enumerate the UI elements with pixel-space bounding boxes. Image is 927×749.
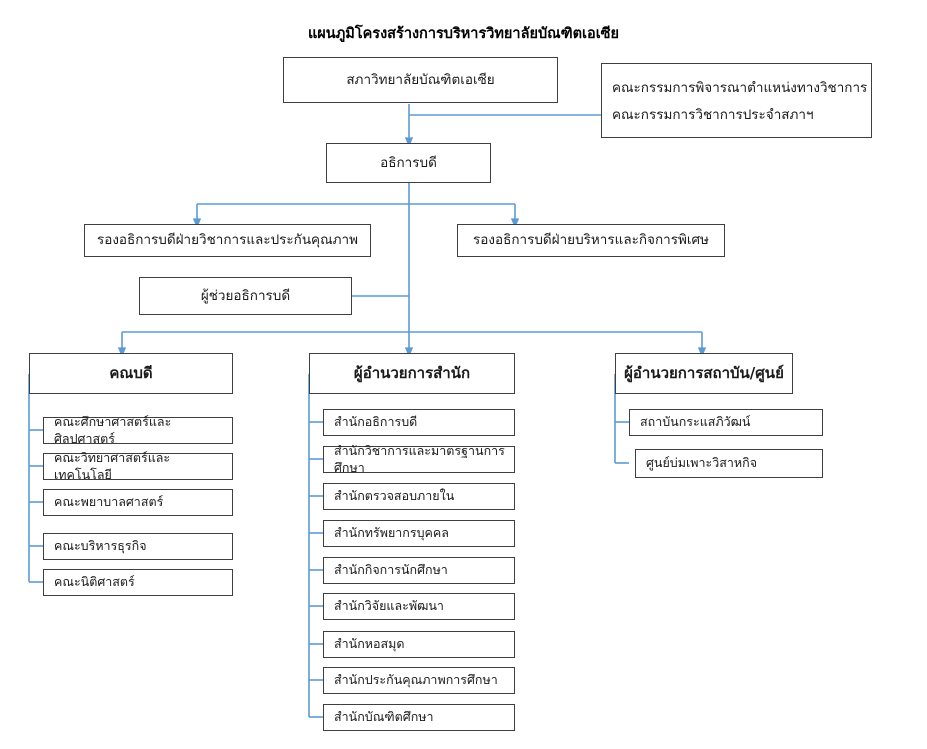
node-office-graduate-studies[interactable]: สำนักบัณฑิตศึกษา (323, 704, 515, 731)
node-faculty-business-administration-label: คณะบริหารธุรกิจ (54, 538, 147, 554)
node-column-header-deans-label: คณบดี (109, 364, 153, 383)
committee-line-2: คณะกรรมการวิชาการประจำสภาฯ (612, 107, 814, 124)
node-president-label: อธิการบดี (380, 154, 437, 171)
node-column-header-institutes-label: ผู้อำนวยการสถาบัน/ศูนย์ (624, 364, 784, 383)
node-office-internal-audit[interactable]: สำนักตรวจสอบภายใน (323, 483, 515, 510)
node-faculty-law-label: คณะนิติศาสตร์ (54, 574, 135, 590)
node-assistant-president[interactable]: ผู้ช่วยอธิการบดี (139, 277, 352, 315)
node-vice-president-academic[interactable]: รองอธิการบดีฝ่ายวิชาการและประกันคุณภาพ (84, 224, 371, 257)
node-faculty-business-administration[interactable]: คณะบริหารธุรกิจ (43, 533, 233, 560)
node-office-academic-standards[interactable]: สำนักวิชาการและมาตรฐานการศึกษา (323, 443, 515, 475)
node-office-graduate-studies-label: สำนักบัณฑิตศึกษา (334, 709, 434, 725)
node-office-research-development-label: สำนักวิจัยและพัฒนา (334, 598, 444, 614)
node-committees[interactable]: คณะกรรมการพิจารณาตำแหน่งทางวิชาการ คณะกร… (601, 63, 872, 138)
node-assistant-president-label: ผู้ช่วยอธิการบดี (200, 287, 291, 304)
node-president[interactable]: อธิการบดี (326, 143, 491, 183)
node-institute-krasaephiwat[interactable]: สถาบันกระแสภิวัฒน์ (629, 409, 823, 436)
node-faculty-law[interactable]: คณะนิติศาสตร์ (43, 569, 233, 596)
node-office-internal-audit-label: สำนักตรวจสอบภายใน (334, 488, 455, 504)
node-council[interactable]: สภาวิทยาลัยบัณฑิตเอเซีย (283, 57, 558, 103)
committee-line-1: คณะกรรมการพิจารณาตำแหน่งทางวิชาการ (612, 79, 868, 96)
node-office-human-resources-label: สำนักทรัพยากรบุคคล (334, 525, 449, 541)
node-office-president-label: สำนักอธิการบดี (334, 414, 418, 430)
node-vice-president-administration[interactable]: รองอธิการบดีฝ่ายบริหารและกิจการพิเศษ (457, 224, 725, 257)
node-office-research-development[interactable]: สำนักวิจัยและพัฒนา (323, 593, 515, 620)
node-office-student-affairs[interactable]: สำนักกิจการนักศึกษา (323, 557, 515, 584)
node-center-business-incubator-label: ศูนย์บ่มเพาะวิสาหกิจ (646, 455, 758, 471)
node-office-library-label: สำนักหอสมุด (334, 636, 405, 652)
node-faculty-nursing-label: คณะพยาบาลศาสตร์ (54, 494, 164, 510)
node-office-quality-assurance-label: สำนักประกันคุณภาพการศึกษา (334, 672, 498, 688)
node-faculty-nursing[interactable]: คณะพยาบาลศาสตร์ (43, 489, 233, 516)
node-faculty-science-technology-label: คณะวิทยาศาสตร์และเทคโนโลยี (54, 449, 171, 482)
node-center-business-incubator[interactable]: ศูนย์บ่มเพาะวิสาหกิจ (635, 449, 823, 478)
node-office-quality-assurance[interactable]: สำนักประกันคุณภาพการศึกษา (323, 667, 515, 694)
node-column-header-institutes[interactable]: ผู้อำนวยการสถาบัน/ศูนย์ (615, 353, 793, 394)
node-vice-president-administration-label: รองอธิการบดีฝ่ายบริหารและกิจการพิเศษ (473, 232, 709, 249)
node-office-academic-standards-label: สำนักวิชาการและมาตรฐานการศึกษา (334, 442, 505, 475)
node-office-student-affairs-label: สำนักกิจการนักศึกษา (334, 562, 448, 578)
node-column-header-deans[interactable]: คณบดี (29, 353, 233, 394)
node-faculty-science-technology[interactable]: คณะวิทยาศาสตร์และเทคโนโลยี (43, 450, 233, 482)
node-vice-president-academic-label: รองอธิการบดีฝ่ายวิชาการและประกันคุณภาพ (96, 232, 358, 249)
page-title: แผนภูมิโครงสร้างการบริหารวิทยาลัยบัณฑิตเ… (307, 26, 620, 42)
node-column-header-offices[interactable]: ผู้อำนวยการสำนัก (309, 353, 515, 394)
node-council-label: สภาวิทยาลัยบัณฑิตเอเซีย (346, 71, 495, 88)
node-office-human-resources[interactable]: สำนักทรัพยากรบุคคล (323, 520, 515, 547)
node-office-president[interactable]: สำนักอธิการบดี (323, 409, 515, 436)
node-office-library[interactable]: สำนักหอสมุด (323, 631, 515, 658)
node-faculty-education-arts-label: คณะศึกษาศาสตร์และศิลปศาสตร์ (54, 413, 172, 446)
node-faculty-education-arts[interactable]: คณะศึกษาศาสตร์และศิลปศาสตร์ (43, 414, 233, 446)
node-column-header-offices-label: ผู้อำนวยการสำนัก (353, 364, 471, 383)
node-institute-krasaephiwat-label: สถาบันกระแสภิวัฒน์ (640, 414, 751, 430)
